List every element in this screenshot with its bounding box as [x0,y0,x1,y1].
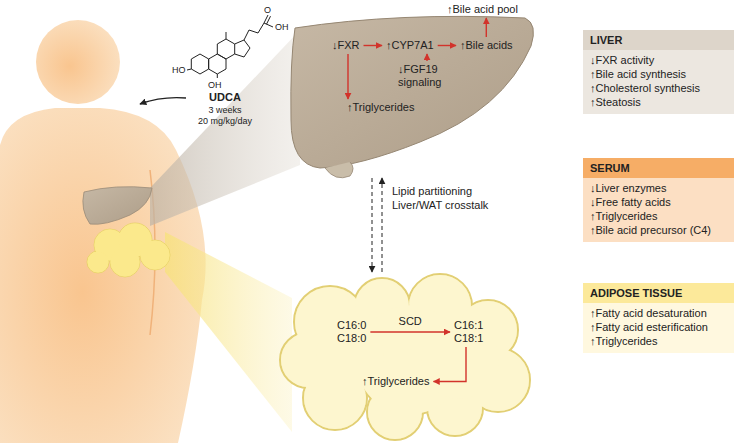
treatment-label: 3 weeks [180,104,270,116]
finding-text: ↑Bile acids [460,39,513,52]
finding-text: C16:0 [337,319,366,332]
gallbladder [325,162,353,178]
panel-heading: ADIPOSE TISSUE [583,283,734,303]
effect-arrow [370,331,450,332]
atom-label: HO [172,64,190,76]
panel-item: ↑Fatty acid esterification [583,320,734,334]
small-fat [87,223,170,277]
panel-item: ↑Fatty acid desaturation [583,306,734,320]
panel-item: ↑Cholesterol synthesis [583,81,734,95]
adipose-outline [280,274,530,440]
fat-cone [165,232,292,432]
effect-arrow [347,54,348,99]
finding-label: C16:1C18:1 [452,318,485,346]
effect-arrow [364,45,383,46]
finding-text: ↑Bile acid pool [447,3,518,16]
finding-label: ↑Triglycerides [345,100,416,115]
adipose-tissue [281,275,529,439]
finding-label: ↑Bile acids [458,38,515,53]
head [36,20,120,104]
udca-molecule [187,15,273,78]
atom-label: OH [208,79,228,91]
panel-item: ↑Steatosis [583,95,734,109]
liver-organ [291,16,534,168]
finding-text: C16:1 [454,319,483,332]
panel-item: ↑Triglycerides [583,209,734,223]
summary-panel: SERUM ↓Liver enzymes↓Free fatty acids↑Tri… [583,158,734,242]
note-label: Lipid partitioning Liver/WAT crosstalk [392,184,496,212]
panel-heading: SERUM [583,158,734,178]
liver-cone [150,30,300,226]
finding-label: ↑CYP7A1 [384,38,436,53]
panel-item: ↓FXR activity [583,53,734,67]
finding-text: ↑CYP7A1 [386,39,434,52]
effect-arrow [438,45,456,46]
finding-label: ↑Triglycerides [360,374,431,389]
panel-heading: LIVER [583,30,734,50]
crosstalk-arrow-down [372,178,373,272]
finding-text: ↑Triglycerides [347,101,414,114]
summary-panel: ADIPOSE TISSUE ↑Fatty acid desaturation↑F… [583,283,734,353]
panel-item: ↓Liver enzymes [583,181,734,195]
summary-panel: LIVER ↓FXR activity↑Bile acid synthesis↑C… [583,30,734,114]
atom-label: O [264,4,278,16]
finding-text: ↑Triglycerides [362,375,429,388]
finding-label: ↓FGF19 signaling [396,62,458,90]
finding-label: C16:0C18:0 [335,318,368,346]
finding-text: C18:0 [337,332,366,345]
panel-item: ↑Bile acid synthesis [583,67,734,81]
finding-label: ↓FXR [330,38,362,53]
finding-text: ↓FXR [332,39,360,52]
crosstalk-arrow-up [382,178,383,272]
treatment-label: UDCA [180,90,270,104]
panel-item: ↑Bile acid precursor (C4) [583,223,734,237]
finding-text: ↓FGF19 signaling [398,63,456,89]
panel-item: ↑Triglycerides [583,334,734,348]
effect-arrow [426,54,427,61]
enzyme-label: SCD [399,315,422,328]
atom-label: OH [275,21,295,33]
finding-text: C18:1 [454,332,483,345]
udca-arrow [140,98,186,104]
finding-label: ↑Bile acid pool [445,2,520,17]
effect-arrow [486,18,487,37]
treatment-label: 20 mg/kg/day [180,115,270,127]
effect-arrow [433,347,466,382]
small-liver [83,187,152,225]
panel-item: ↓Free fatty acids [583,195,734,209]
